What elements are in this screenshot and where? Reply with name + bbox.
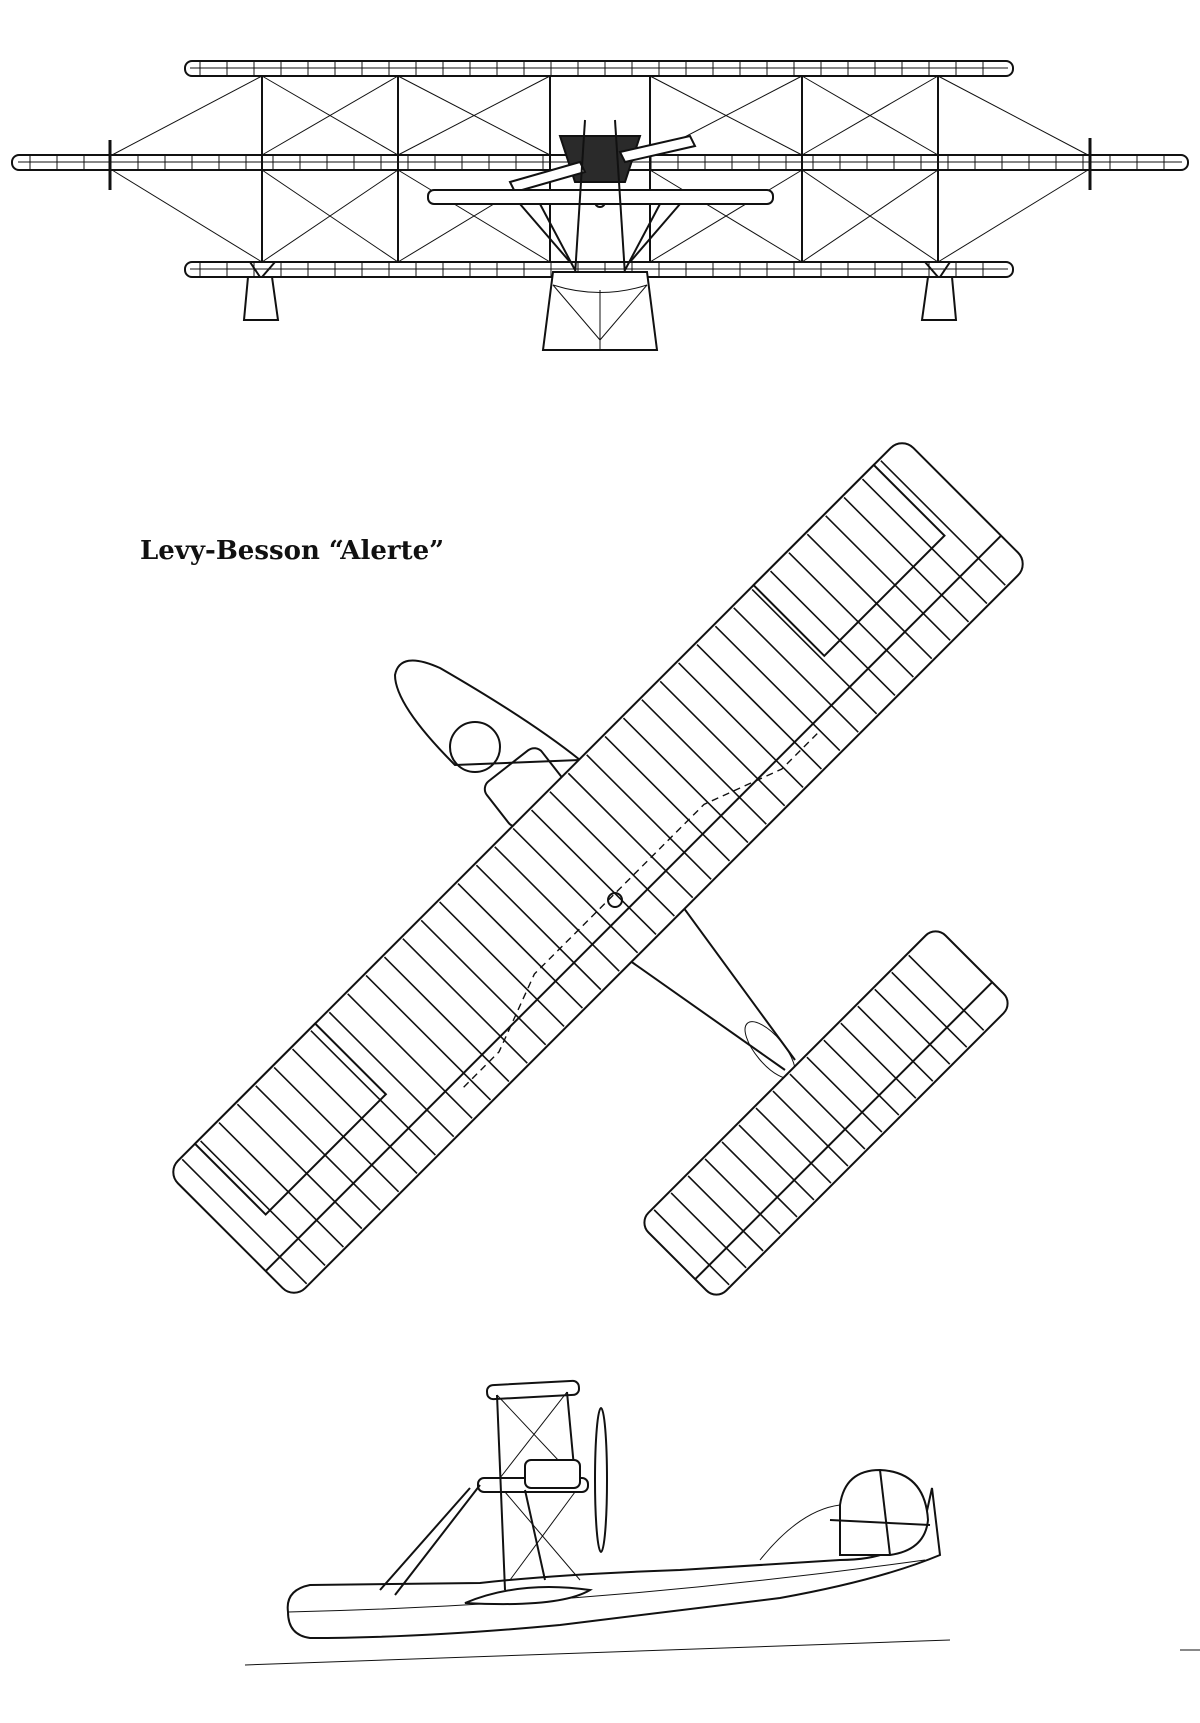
engine-cowl-circle [449, 721, 501, 773]
wing-rib [641, 699, 767, 825]
interplane-struts [261, 76, 939, 262]
wing-rib [733, 607, 859, 733]
tail-rib [670, 1192, 747, 1269]
wing-rib [530, 809, 657, 936]
plan-view [172, 442, 1024, 1296]
aircraft-title: Levy-Besson “Alerte” [140, 536, 445, 566]
front-view [11, 60, 1189, 351]
wing-rib [659, 680, 786, 807]
wing-rib [806, 533, 933, 660]
wingtip-floats [242, 261, 958, 321]
wing-rib [181, 1158, 308, 1285]
wing-rib [236, 1103, 363, 1230]
wing-rib [549, 791, 675, 917]
main-wing-plan [172, 442, 1024, 1294]
water-line [244, 1639, 951, 1666]
wing-rib [880, 460, 1006, 586]
wing-rib [494, 846, 620, 972]
tail-rib [721, 1141, 798, 1218]
wing-rib [567, 772, 694, 899]
tail-rib [908, 954, 985, 1031]
wing-rib [769, 570, 896, 697]
wing-rib [200, 1140, 326, 1266]
side-view [244, 1379, 1200, 1666]
wing-rib [310, 1030, 436, 1156]
tail-rib [772, 1090, 849, 1167]
wing-rib [475, 864, 602, 991]
aileron-left [193, 1022, 388, 1216]
tail-rib [874, 988, 951, 1065]
tail-rib [687, 1175, 764, 1252]
propeller-side [594, 1407, 608, 1553]
wing-rib [861, 478, 988, 605]
wing-rib [825, 515, 951, 641]
wing-rib [457, 882, 584, 1009]
wingtip-propellers [108, 138, 1092, 190]
wing-rib [696, 643, 823, 770]
wing-rib [291, 1048, 418, 1175]
wing-rib [365, 974, 492, 1101]
wing-rib [751, 588, 878, 715]
hull-side [286, 1487, 942, 1640]
side-upper-wing [486, 1379, 580, 1401]
wing-rib [604, 735, 731, 862]
wing-rib [383, 956, 510, 1083]
tail-rib [891, 971, 968, 1048]
tail-rib [789, 1073, 866, 1150]
wing-rib [512, 827, 639, 954]
tail-rib [704, 1158, 781, 1235]
wing-rib [439, 901, 565, 1027]
wing-rib [347, 993, 473, 1119]
wing-rib [788, 552, 914, 678]
tail-rib [823, 1039, 900, 1116]
tail-rib [738, 1124, 815, 1201]
tail-rib [840, 1022, 917, 1099]
hull-plan [393, 659, 583, 767]
wing-rib [328, 1011, 455, 1138]
wing-rib [420, 919, 547, 1046]
wing-rib [218, 1121, 345, 1248]
tail-rib [755, 1107, 832, 1184]
wing-rib [402, 938, 528, 1064]
tailplane-plan [643, 930, 1009, 1296]
wing-rib [273, 1066, 400, 1193]
tail-rib [857, 1005, 934, 1082]
wing-rib [714, 625, 841, 752]
wing-rib [586, 754, 712, 880]
wing-rib [843, 496, 970, 623]
wing-rib [622, 717, 749, 844]
wing-rib [255, 1085, 381, 1211]
engine-side [524, 1459, 581, 1489]
tail-rib [653, 1209, 730, 1286]
tail-rib [806, 1056, 883, 1133]
wing-rib [678, 662, 804, 788]
